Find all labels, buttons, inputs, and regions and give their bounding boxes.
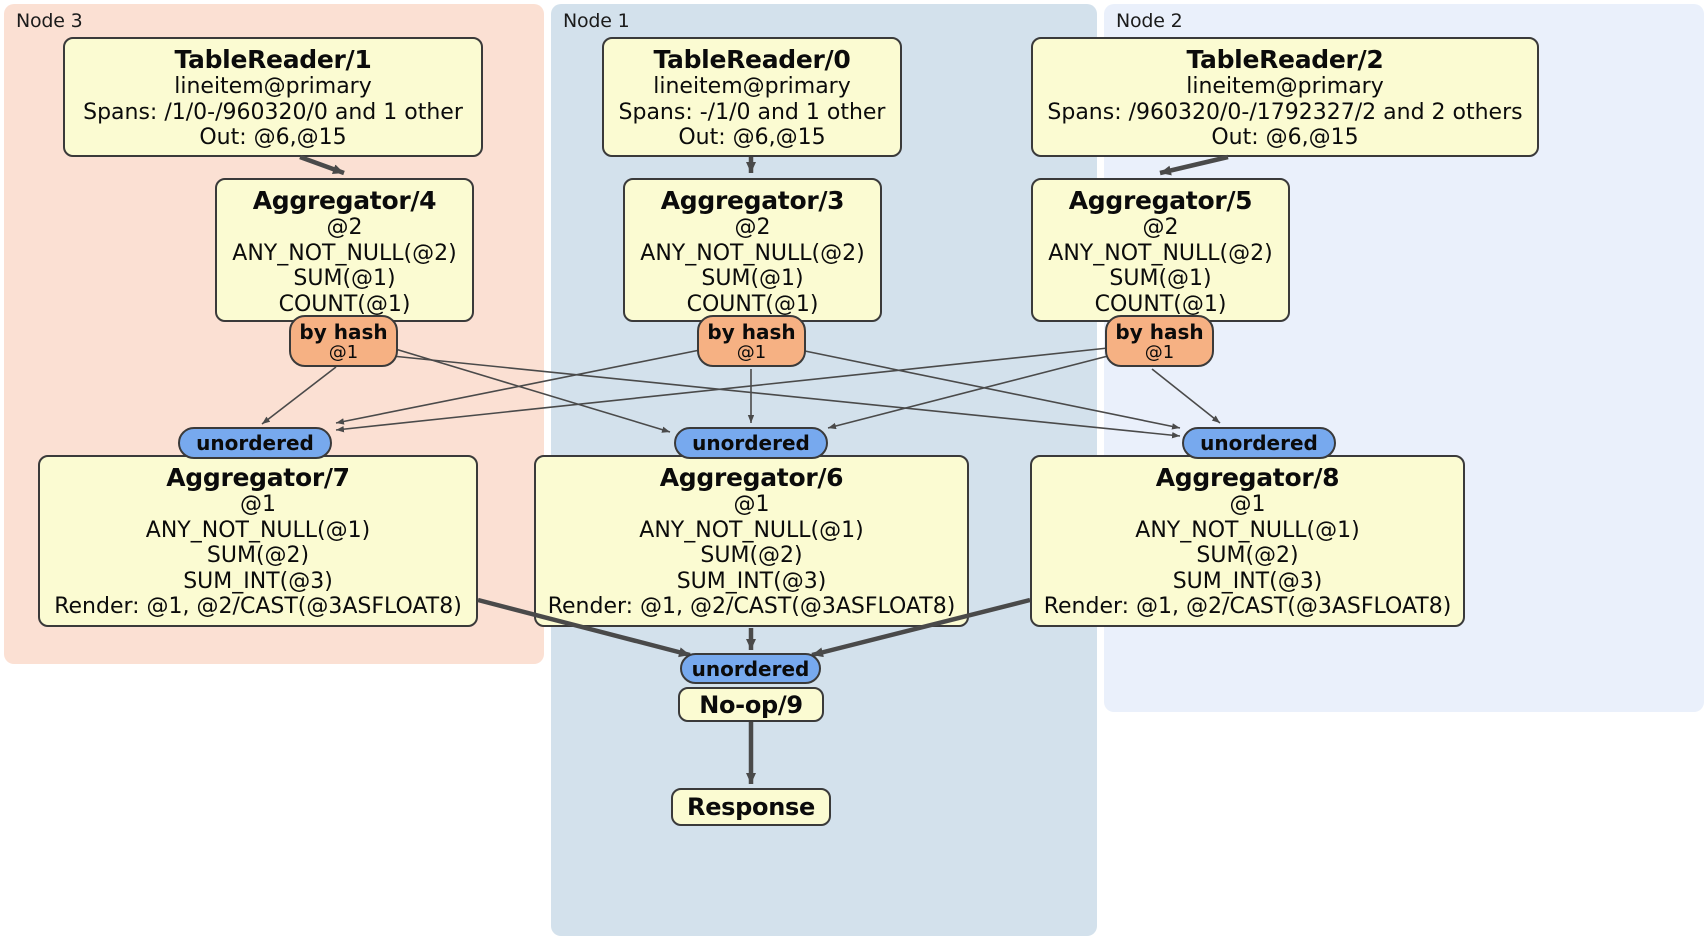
processor-out: Out: @6,@15 bbox=[1211, 125, 1359, 151]
processor-title: Aggregator/4 bbox=[252, 186, 437, 215]
processor-func-1: ANY_NOT_NULL(@2) bbox=[1048, 240, 1273, 266]
processor-title: TableReader/0 bbox=[653, 45, 851, 74]
unordered-synchronizer-label: unordered bbox=[196, 431, 314, 455]
processor-box-noop-9[interactable]: No-op/9 bbox=[678, 687, 824, 722]
processor-func-1: ANY_NOT_NULL(@1) bbox=[145, 517, 371, 543]
processor-func-3: SUM_INT(@3) bbox=[676, 568, 827, 594]
processor-box-tablereader-1[interactable]: TableReader/1 lineitem@primary Spans: /1… bbox=[63, 37, 483, 157]
processor-table: lineitem@primary bbox=[653, 74, 851, 99]
hash-router-column: @1 bbox=[328, 342, 359, 363]
processor-group: @2 bbox=[326, 215, 363, 240]
processor-title: Aggregator/8 bbox=[1155, 463, 1340, 492]
processor-func-2: SUM(@1) bbox=[1109, 266, 1212, 292]
processor-title: Aggregator/3 bbox=[660, 186, 845, 215]
processor-func-3: COUNT(@1) bbox=[1094, 291, 1227, 317]
processor-group: @1 bbox=[1229, 492, 1266, 517]
node-region-label-node1: Node 1 bbox=[563, 10, 630, 32]
processor-render: Render: @1, @2/CAST(@3ASFLOAT8) bbox=[547, 594, 956, 620]
processor-table: lineitem@primary bbox=[1186, 74, 1384, 99]
processor-group: @1 bbox=[733, 492, 770, 517]
unordered-synchronizer-pill-aggregator-8[interactable]: unordered bbox=[1182, 427, 1336, 459]
processor-func-2: SUM(@2) bbox=[1196, 543, 1299, 569]
hash-router-label: by hash bbox=[299, 320, 388, 344]
processor-func-2: SUM(@1) bbox=[293, 266, 396, 292]
processor-box-aggregator-4[interactable]: Aggregator/4 @2 ANY_NOT_NULL(@2) SUM(@1)… bbox=[215, 178, 474, 322]
processor-title: TableReader/2 bbox=[1186, 45, 1384, 74]
processor-func-1: ANY_NOT_NULL(@2) bbox=[640, 240, 865, 266]
processor-out: Out: @6,@15 bbox=[678, 125, 826, 151]
processor-box-tablereader-2[interactable]: TableReader/2 lineitem@primary Spans: /9… bbox=[1031, 37, 1539, 157]
processor-out: Out: @6,@15 bbox=[199, 125, 347, 151]
processor-title: Aggregator/7 bbox=[166, 463, 350, 492]
processor-box-aggregator-6[interactable]: Aggregator/6 @1 ANY_NOT_NULL(@1) SUM(@2)… bbox=[534, 455, 969, 627]
processor-title: No-op/9 bbox=[699, 691, 803, 719]
unordered-synchronizer-pill-noop[interactable]: unordered bbox=[680, 653, 821, 684]
processor-title: Aggregator/6 bbox=[659, 463, 844, 492]
processor-box-aggregator-7[interactable]: Aggregator/7 @1 ANY_NOT_NULL(@1) SUM(@2)… bbox=[38, 455, 478, 627]
processor-func-3: COUNT(@1) bbox=[686, 291, 819, 317]
processor-func-1: ANY_NOT_NULL(@1) bbox=[639, 517, 864, 543]
unordered-synchronizer-pill-aggregator-7[interactable]: unordered bbox=[178, 427, 332, 459]
unordered-synchronizer-label: unordered bbox=[692, 431, 810, 455]
processor-title: Response bbox=[687, 793, 815, 821]
processor-spans: Spans: /960320/0-/1792327/2 and 2 others bbox=[1047, 99, 1523, 125]
node-region-label-node2: Node 2 bbox=[1116, 10, 1183, 32]
processor-group: @2 bbox=[734, 215, 771, 240]
hash-router-pill-aggregator-4[interactable]: by hash @1 bbox=[289, 315, 398, 367]
processor-func-2: SUM(@1) bbox=[701, 266, 804, 292]
processor-box-tablereader-0[interactable]: TableReader/0 lineitem@primary Spans: -/… bbox=[602, 37, 902, 157]
unordered-synchronizer-label: unordered bbox=[1200, 431, 1318, 455]
processor-func-1: ANY_NOT_NULL(@2) bbox=[232, 240, 457, 266]
processor-box-aggregator-8[interactable]: Aggregator/8 @1 ANY_NOT_NULL(@1) SUM(@2)… bbox=[1030, 455, 1465, 627]
processor-group: @1 bbox=[240, 492, 276, 517]
processor-table: lineitem@primary bbox=[174, 74, 372, 99]
processor-func-3: SUM_INT(@3) bbox=[1172, 568, 1323, 594]
processor-func-1: ANY_NOT_NULL(@1) bbox=[1135, 517, 1360, 543]
hash-router-column: @1 bbox=[1144, 342, 1175, 363]
hash-router-pill-aggregator-3[interactable]: by hash @1 bbox=[697, 315, 806, 367]
processor-title: TableReader/1 bbox=[174, 45, 372, 74]
processor-render: Render: @1, @2/CAST(@3ASFLOAT8) bbox=[1043, 594, 1452, 620]
processor-title: Aggregator/5 bbox=[1068, 186, 1253, 215]
hash-router-pill-aggregator-5[interactable]: by hash @1 bbox=[1105, 315, 1214, 367]
processor-box-aggregator-3[interactable]: Aggregator/3 @2 ANY_NOT_NULL(@2) SUM(@1)… bbox=[623, 178, 882, 322]
unordered-synchronizer-label: unordered bbox=[691, 656, 810, 681]
processor-func-3: SUM_INT(@3) bbox=[183, 568, 333, 594]
processor-func-3: COUNT(@1) bbox=[278, 291, 411, 317]
node-region-label-node3: Node 3 bbox=[16, 10, 83, 32]
hash-router-label: by hash bbox=[1115, 320, 1204, 344]
processor-spans: Spans: -/1/0 and 1 other bbox=[618, 99, 886, 125]
hash-router-label: by hash bbox=[707, 320, 796, 344]
processor-func-2: SUM(@2) bbox=[206, 543, 310, 569]
processor-box-response[interactable]: Response bbox=[671, 788, 831, 826]
processor-render: Render: @1, @2/CAST(@3ASFLOAT8) bbox=[54, 594, 462, 620]
processor-group: @2 bbox=[1142, 215, 1179, 240]
processor-func-2: SUM(@2) bbox=[700, 543, 803, 569]
processor-box-aggregator-5[interactable]: Aggregator/5 @2 ANY_NOT_NULL(@2) SUM(@1)… bbox=[1031, 178, 1290, 322]
processor-spans: Spans: /1/0-/960320/0 and 1 other bbox=[83, 99, 463, 125]
hash-router-column: @1 bbox=[736, 342, 767, 363]
unordered-synchronizer-pill-aggregator-6[interactable]: unordered bbox=[674, 427, 828, 459]
